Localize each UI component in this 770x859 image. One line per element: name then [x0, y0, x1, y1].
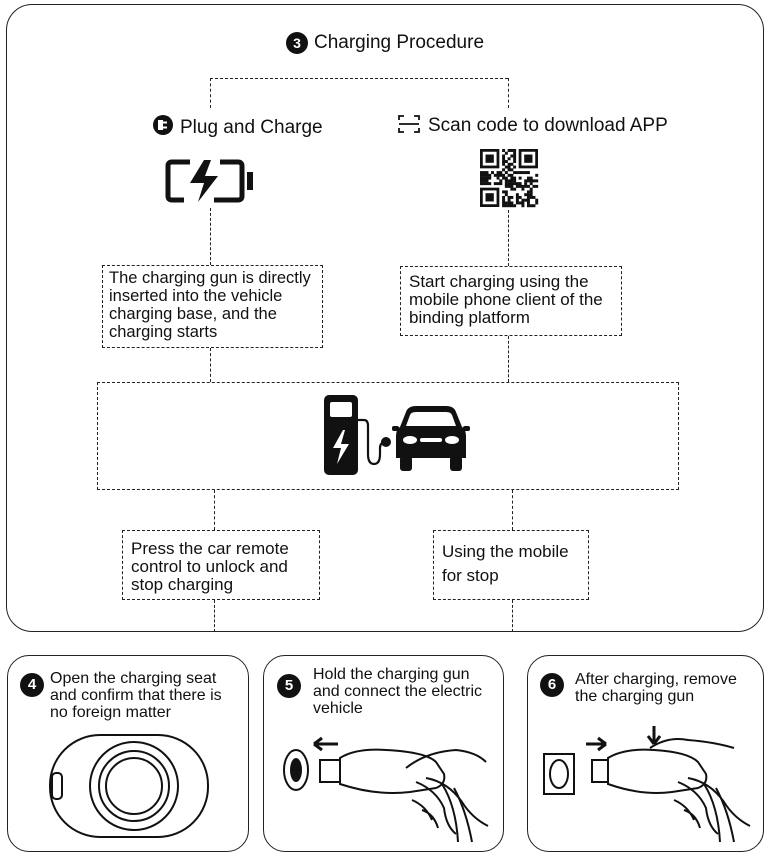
- connector-left-mid: [210, 208, 211, 265]
- plug-description-text: The charging gun is directly inserted in…: [109, 269, 311, 341]
- connector-right-mid: [508, 210, 509, 266]
- step-6-panel: [527, 655, 764, 852]
- charging-procedure-panel: [6, 4, 764, 632]
- plug-icon: [152, 114, 174, 142]
- charging-seat-icon: [48, 733, 210, 844]
- connector-stop-right: [512, 490, 513, 530]
- connector-bottom-left: [214, 600, 215, 632]
- mobile-stop-box: Using the mobile for stop: [433, 530, 589, 600]
- connector-right-top: [508, 78, 509, 108]
- step-5-panel: [263, 655, 504, 852]
- connector-bottom-right: [512, 600, 513, 632]
- hold-charging-gun-icon: [276, 722, 500, 849]
- step-4-badge: 4: [20, 673, 44, 697]
- scan-description-box: Start charging using the mobile phone cl…: [400, 266, 622, 336]
- step-5-text: Hold the charging gun and connect the el…: [313, 666, 482, 717]
- procedure-title-text: Charging Procedure: [313, 32, 485, 54]
- scan-description-text: Start charging using the mobile phone cl…: [409, 272, 603, 327]
- charging-station-box: [97, 382, 679, 490]
- scan-code-text: Scan code to download APP: [428, 115, 668, 136]
- step-3-badge: 3: [285, 32, 308, 54]
- plug-and-charge-label: Plug and Charge: [152, 114, 323, 142]
- top-connector: [210, 78, 508, 79]
- remote-stop-box: Press the car remote control to unlock a…: [122, 530, 320, 600]
- qr-code[interactable]: [480, 149, 539, 212]
- connector-right-low: [508, 336, 509, 382]
- step-5-badge: 5: [277, 674, 301, 698]
- connector-left-low: [210, 348, 211, 382]
- charging-station-car-icon: [320, 392, 470, 483]
- step-4-panel: [7, 655, 249, 852]
- scan-icon: [398, 114, 420, 140]
- step-6-text: After charging, remove the charging gun: [575, 671, 737, 705]
- plug-description-box: The charging gun is directly inserted in…: [102, 265, 323, 348]
- plug-and-charge-text: Plug and Charge: [180, 117, 323, 138]
- step-4-text: Open the charging seat and confirm that …: [50, 670, 222, 721]
- mobile-stop-text: Using the mobile for stop: [442, 542, 569, 585]
- connector-stop-left: [214, 490, 215, 530]
- step-6-badge: 6: [540, 673, 564, 697]
- remove-charging-gun-icon: [538, 722, 760, 849]
- scan-code-label: Scan code to download APP: [398, 114, 668, 140]
- battery-charging-icon: [164, 158, 256, 209]
- connector-left-top: [210, 78, 211, 108]
- remote-stop-text: Press the car remote control to unlock a…: [131, 539, 289, 594]
